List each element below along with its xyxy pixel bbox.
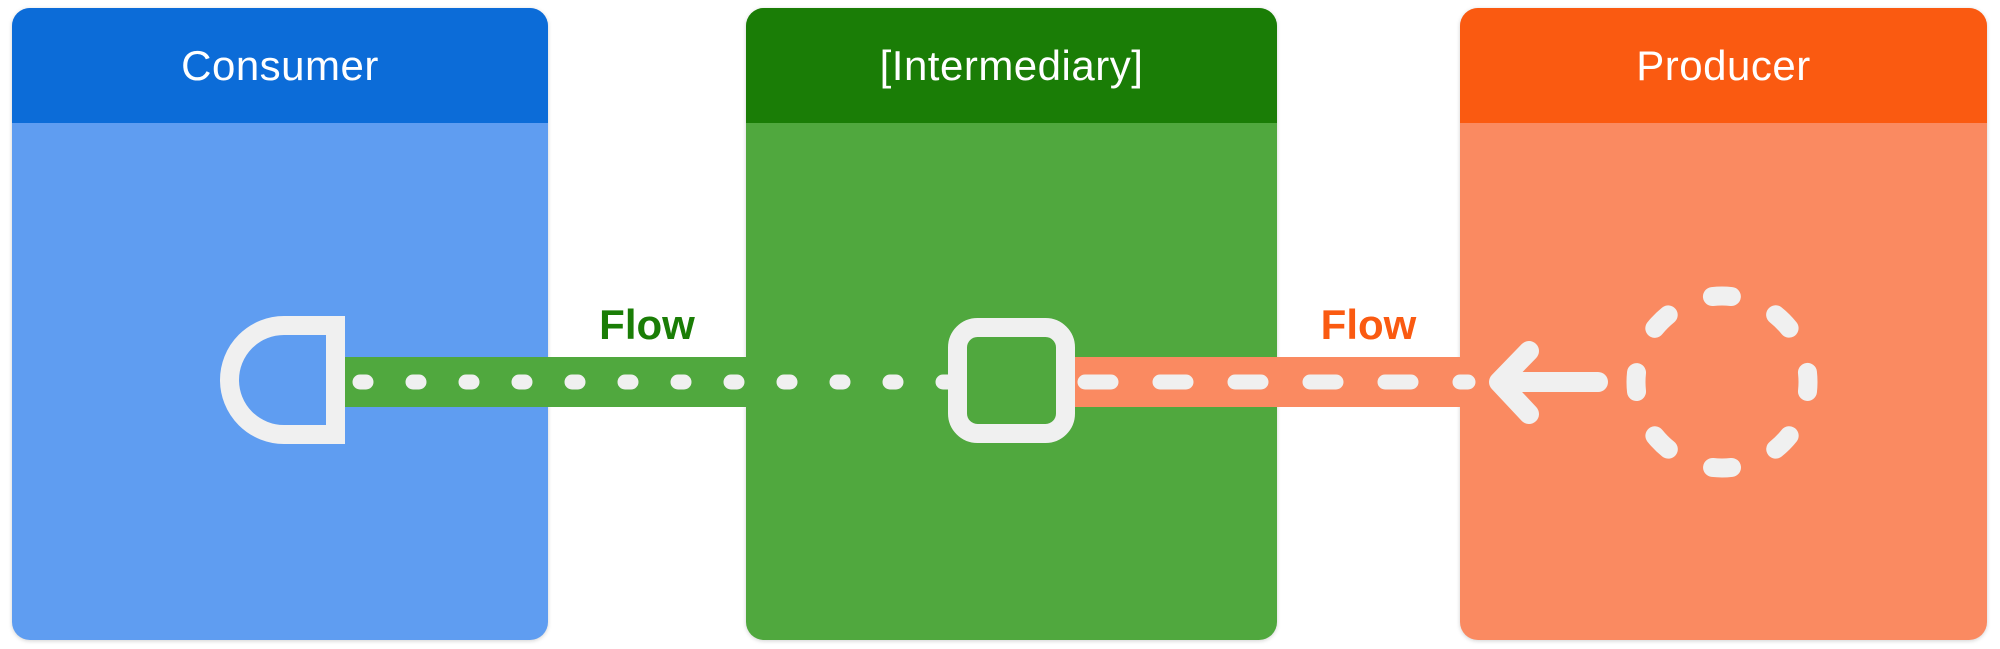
node-consumer-title: Consumer xyxy=(181,41,379,89)
node-producer-body xyxy=(1460,123,1987,640)
node-consumer-header: Consumer xyxy=(12,8,548,123)
node-intermediary-title: [Intermediary] xyxy=(879,41,1144,89)
node-producer-title: Producer xyxy=(1636,41,1811,89)
node-consumer: Consumer xyxy=(12,8,548,640)
node-intermediary-body xyxy=(746,123,1277,640)
node-consumer-body xyxy=(12,123,548,640)
flow-label-right: Flow xyxy=(1320,301,1417,348)
node-intermediary-header: [Intermediary] xyxy=(746,8,1277,123)
node-producer: Producer xyxy=(1460,8,1987,640)
node-producer-header: Producer xyxy=(1460,8,1987,123)
node-intermediary: [Intermediary] xyxy=(746,8,1277,640)
flow-label-left: Flow xyxy=(599,301,695,348)
